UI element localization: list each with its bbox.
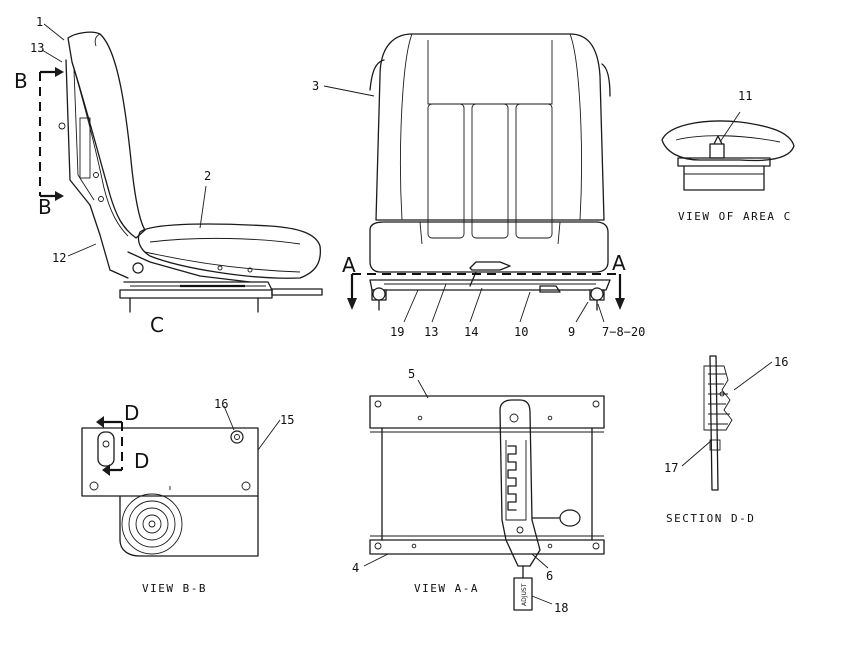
callout-1: 1 [36,15,43,29]
callout-14: 14 [464,325,478,339]
callout-6: 6 [546,569,553,583]
callout-16-bb: 16 [214,397,228,411]
section-b-top: B [14,69,28,93]
seat-front-view [323,33,625,323]
caption-view-area-c: VIEW OF AREA C [678,210,792,223]
callout-15: 15 [280,413,294,427]
callout-3: 3 [312,79,319,93]
seat-side-view [39,23,323,313]
callout-18: 18 [554,601,568,615]
callout-5: 5 [408,367,415,381]
caption-view-bb: VIEW B-B [142,582,207,595]
callout-10: 10 [514,325,528,339]
lever-tag-text: ADJUST [521,583,528,606]
section-b-bottom: B [38,195,52,219]
callout-4: 4 [352,561,359,575]
callout-12: 12 [52,251,66,265]
section-a-right: A [612,251,626,275]
section-letters: B B C A A D D [14,69,626,473]
callout-labels: 1 13 2 12 3 19 13 14 10 9 7−8−20 11 16 1… [30,15,788,615]
callout-16-dd: 16 [774,355,788,369]
section-d-bottom: D [134,449,149,473]
section-c: C [150,313,164,337]
caption-section-dd: SECTION D-D [666,512,755,525]
caption-view-aa: VIEW A-A [414,582,479,595]
callout-17: 17 [664,461,678,475]
section-a-left: A [342,253,356,277]
callout-13-front: 13 [424,325,438,339]
callout-19: 19 [390,325,404,339]
view-aa-detail [363,379,605,611]
view-captions: VIEW OF AREA C VIEW B-B VIEW A-A SECTION… [142,210,792,595]
view-bb-detail [81,405,281,557]
callout-11: 11 [738,89,752,103]
section-dd-detail [681,355,773,491]
callout-2: 2 [204,169,211,183]
area-c-detail [661,111,795,191]
callout-9: 9 [568,325,575,339]
callout-13-side: 13 [30,41,44,55]
section-d-top: D [124,401,139,425]
callout-7-8-20: 7−8−20 [602,325,645,339]
